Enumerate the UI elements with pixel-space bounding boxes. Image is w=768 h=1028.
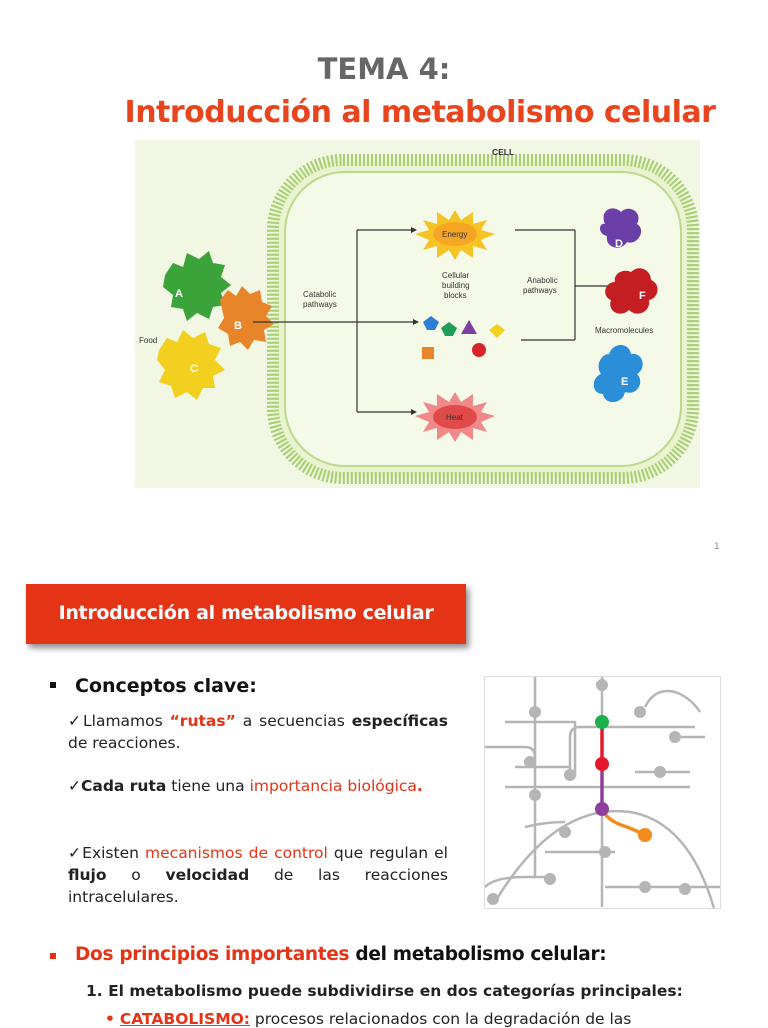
network-node-orange — [638, 828, 652, 842]
checkmark-icon: ✓ — [68, 777, 81, 795]
building-blocks — [422, 316, 505, 359]
anabolic-arrows — [515, 229, 613, 341]
svg-text:building: building — [442, 281, 470, 290]
macromolecule-f: F — [605, 268, 658, 314]
food-label: Food — [139, 336, 157, 345]
network-grey-nodes — [487, 679, 691, 905]
svg-text:pathways: pathways — [303, 300, 337, 309]
svg-text:C: C — [190, 363, 198, 375]
food-molecule-a: A — [163, 251, 231, 321]
principle-1: 1. El metabolismo puede subdividirse en … — [86, 982, 683, 1000]
energy-burst: Energy — [415, 210, 495, 260]
svg-text:Energy: Energy — [442, 230, 467, 239]
anabolic-label: Anabolic — [527, 276, 558, 285]
network-graph — [484, 677, 720, 913]
heat-burst: Heat — [415, 392, 495, 442]
slide-header-banner: Introducción al metabolismo celular — [26, 584, 466, 644]
catabolic-label: Catabolic — [303, 290, 336, 299]
macromolecule-e: E — [593, 345, 643, 403]
svg-text:A: A — [175, 288, 183, 300]
food-molecule-c: C — [157, 330, 225, 400]
square-bullet-icon — [50, 953, 56, 959]
macromolecules-label: Macromolecules — [595, 326, 653, 335]
key-concepts-heading: Conceptos clave: — [75, 675, 257, 697]
slide-subtitle: TEMA 4: — [317, 52, 451, 86]
banner-title: Introducción al metabolismo celular — [58, 602, 434, 624]
checkmark-icon: ✓ — [68, 844, 83, 862]
checkmark-icon: ✓ — [68, 712, 83, 730]
concept-item-2: ✓Cada ruta tiene una importancia biológi… — [68, 777, 423, 795]
network-highlight-path — [600, 720, 647, 837]
principles-heading: Dos principios importantes del metabolis… — [75, 944, 607, 965]
network-node-purple — [595, 802, 609, 816]
catabolism-item: • CATABOLISMO: procesos relacionados con… — [105, 1010, 632, 1028]
slide-1: TEMA 4: Introducción al metabolismo celu… — [124, 52, 720, 552]
cell-label: CELL — [492, 147, 514, 157]
network-node-red — [595, 757, 609, 771]
concept-item-3: ✓Existen mecanismos de control que regul… — [68, 844, 449, 906]
svg-text:E: E — [621, 376, 628, 388]
svg-text:Heat: Heat — [446, 413, 464, 422]
catabolic-arrows — [253, 229, 417, 413]
network-node-green — [595, 715, 609, 729]
svg-text:F: F — [639, 290, 646, 302]
food-molecule-b: B — [218, 286, 274, 350]
metabolic-network-illustration — [484, 676, 721, 913]
macromolecule-d: D — [600, 208, 642, 250]
blocks-label: Cellular — [442, 271, 469, 280]
cell-interior — [284, 171, 682, 467]
page-number: 1 — [714, 542, 720, 552]
metabolism-diagram: CELL A B C Food Catabolic pathways — [135, 140, 700, 488]
concept-item-1: ✓Llamamos “rutas” a secuencias específic… — [68, 712, 448, 752]
square-bullet-icon — [50, 682, 56, 688]
svg-text:B: B — [234, 320, 242, 332]
svg-text:D: D — [615, 238, 623, 250]
svg-text:blocks: blocks — [444, 291, 467, 300]
svg-text:pathways: pathways — [523, 286, 557, 295]
slide-title: Introducción al metabolismo celular — [124, 95, 716, 130]
